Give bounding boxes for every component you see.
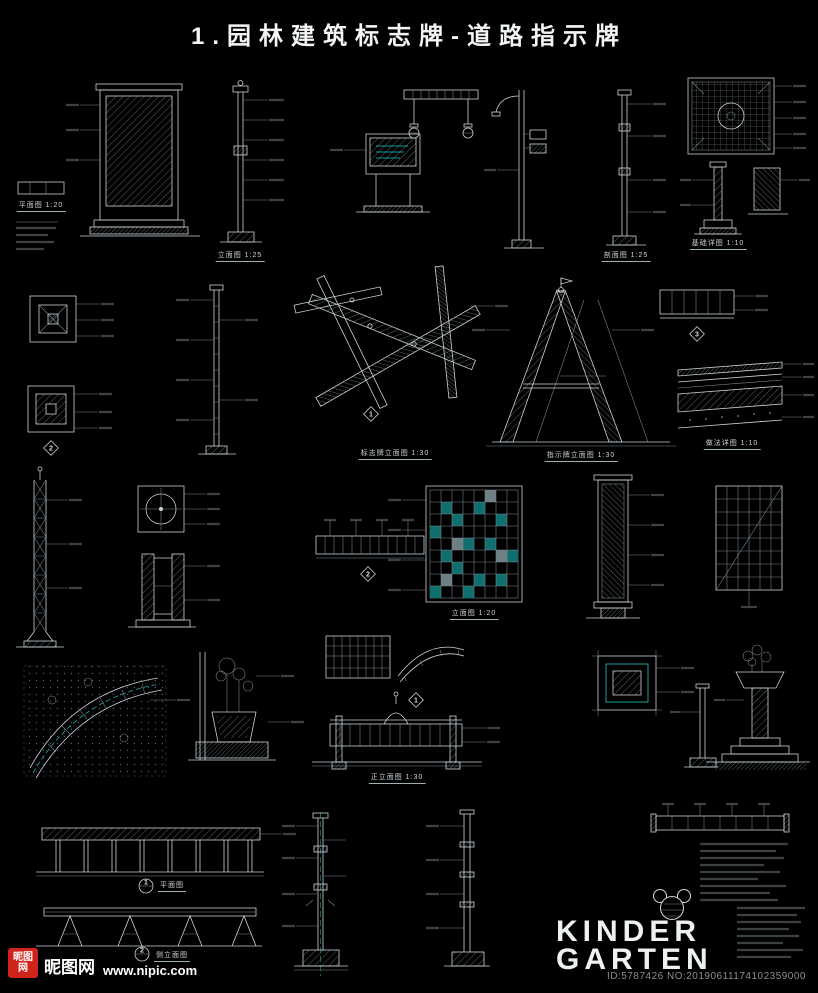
detail-planting-section: [188, 652, 304, 761]
nipic-logo-text-2: 网: [18, 963, 28, 974]
caption-elevation-1: 立面图 1:25: [215, 250, 265, 262]
kindergarten-line1: KINDER: [556, 915, 702, 948]
svg-text:1: 1: [144, 880, 148, 887]
detail-channel: [128, 553, 220, 628]
view-marker: 1: [363, 406, 379, 422]
detail-cabinet-sign-elevation: [66, 83, 200, 237]
detail-plan-square-2: [27, 385, 112, 433]
detail-circle-plate: [137, 485, 220, 533]
detail-mosaic-grid-panel: [388, 485, 523, 603]
detail-pole-row5: [426, 809, 490, 967]
detail-street-pole: [484, 90, 547, 249]
view-marker: 2: [43, 440, 59, 456]
detail-bar-elevation-row3: [315, 518, 425, 559]
detail-pole-1: [220, 80, 284, 243]
caption-front-elev: 正立面图 1:30: [368, 772, 426, 784]
caption-plan-1: 平面图 1:20: [16, 200, 66, 212]
detail-panel-section-row3: [586, 474, 664, 619]
detail-crossed-planks: [293, 265, 508, 410]
detail-fence-elevation-1: [36, 827, 296, 877]
detail-post-section-row4: [670, 683, 718, 768]
svg-text:2: 2: [49, 446, 53, 453]
detail-sign-bar-row5: [650, 802, 790, 833]
detail-curved-path-plan: [23, 665, 190, 779]
detail-grid-panel-row3-right: [715, 485, 783, 609]
detail-sign-bracket-top: [403, 89, 479, 139]
caption-plan-2: 平面图: [158, 880, 186, 892]
detail-square-plan-row4: [592, 650, 694, 716]
watermark: 昵图 网 昵图网 www.nipic.com: [8, 948, 197, 978]
caption-method-detail: 做法详图 1:10: [703, 438, 761, 450]
notes-text-block: [700, 842, 805, 959]
detail-a-frame-signs: [472, 277, 676, 447]
svg-text:3: 3: [695, 332, 699, 339]
detail-pole-2: [606, 89, 666, 246]
detail-fence-elevation-2: [36, 907, 262, 947]
detail-plan-strip-left: [16, 181, 65, 251]
caption-section-1: 剖面图 1:25: [601, 250, 651, 262]
detail-lattice-tower: [16, 466, 82, 648]
svg-text:1: 1: [414, 698, 418, 705]
detail-grid-panel-top-right: [687, 77, 806, 155]
view-marker-circle: 2: [134, 946, 150, 962]
view-marker: 3: [689, 326, 705, 342]
detail-table-row2-right: [659, 289, 768, 319]
svg-text:1: 1: [369, 412, 373, 419]
detail-small-panel-row1-right: [748, 167, 810, 215]
caption-pointer-elev: 指示牌立面图 1:30: [544, 450, 618, 462]
page-title: 1.园林建筑标志牌-道路指示牌: [190, 23, 628, 50]
detail-planter-row4: [706, 644, 810, 770]
svg-text:2: 2: [140, 948, 144, 955]
detail-sign-board: [330, 133, 430, 213]
watermark-site-url: www.nipic.com: [103, 963, 198, 978]
detail-pavement-section: [677, 361, 814, 429]
kindergarten-wordmark: KINDER GARTEN: [556, 915, 713, 976]
kindergarten-line2: GARTEN: [556, 942, 713, 976]
caption-side-elev: 侧立面图: [154, 950, 190, 962]
detail-plan-square-1: [29, 295, 114, 343]
view-marker-circle: 1: [138, 878, 154, 894]
detail-column-right: [680, 161, 742, 235]
caption-foundation: 基础详图 1:10: [689, 238, 747, 250]
image-id-text: ID:5787426 NO:20190611174102359000: [606, 971, 806, 982]
detail-pole-elevation-row2: [176, 284, 258, 455]
detail-entrance-wall: [312, 635, 500, 770]
view-marker: 2: [360, 566, 376, 582]
watermark-site-name: 昵图网: [44, 958, 95, 977]
caption-sign-elev: 标志牌立面图 1:30: [358, 448, 432, 460]
nipic-logo-text-1: 昵图: [13, 952, 33, 963]
nipic-logo-icon: 昵图 网: [8, 948, 38, 978]
mickey-logo-icon: [653, 889, 691, 920]
view-marker: 1: [408, 692, 424, 708]
caption-elevation-2: 立面图 1:20: [449, 608, 499, 620]
detail-post-row5-center: [282, 812, 348, 976]
svg-text:2: 2: [366, 572, 370, 579]
